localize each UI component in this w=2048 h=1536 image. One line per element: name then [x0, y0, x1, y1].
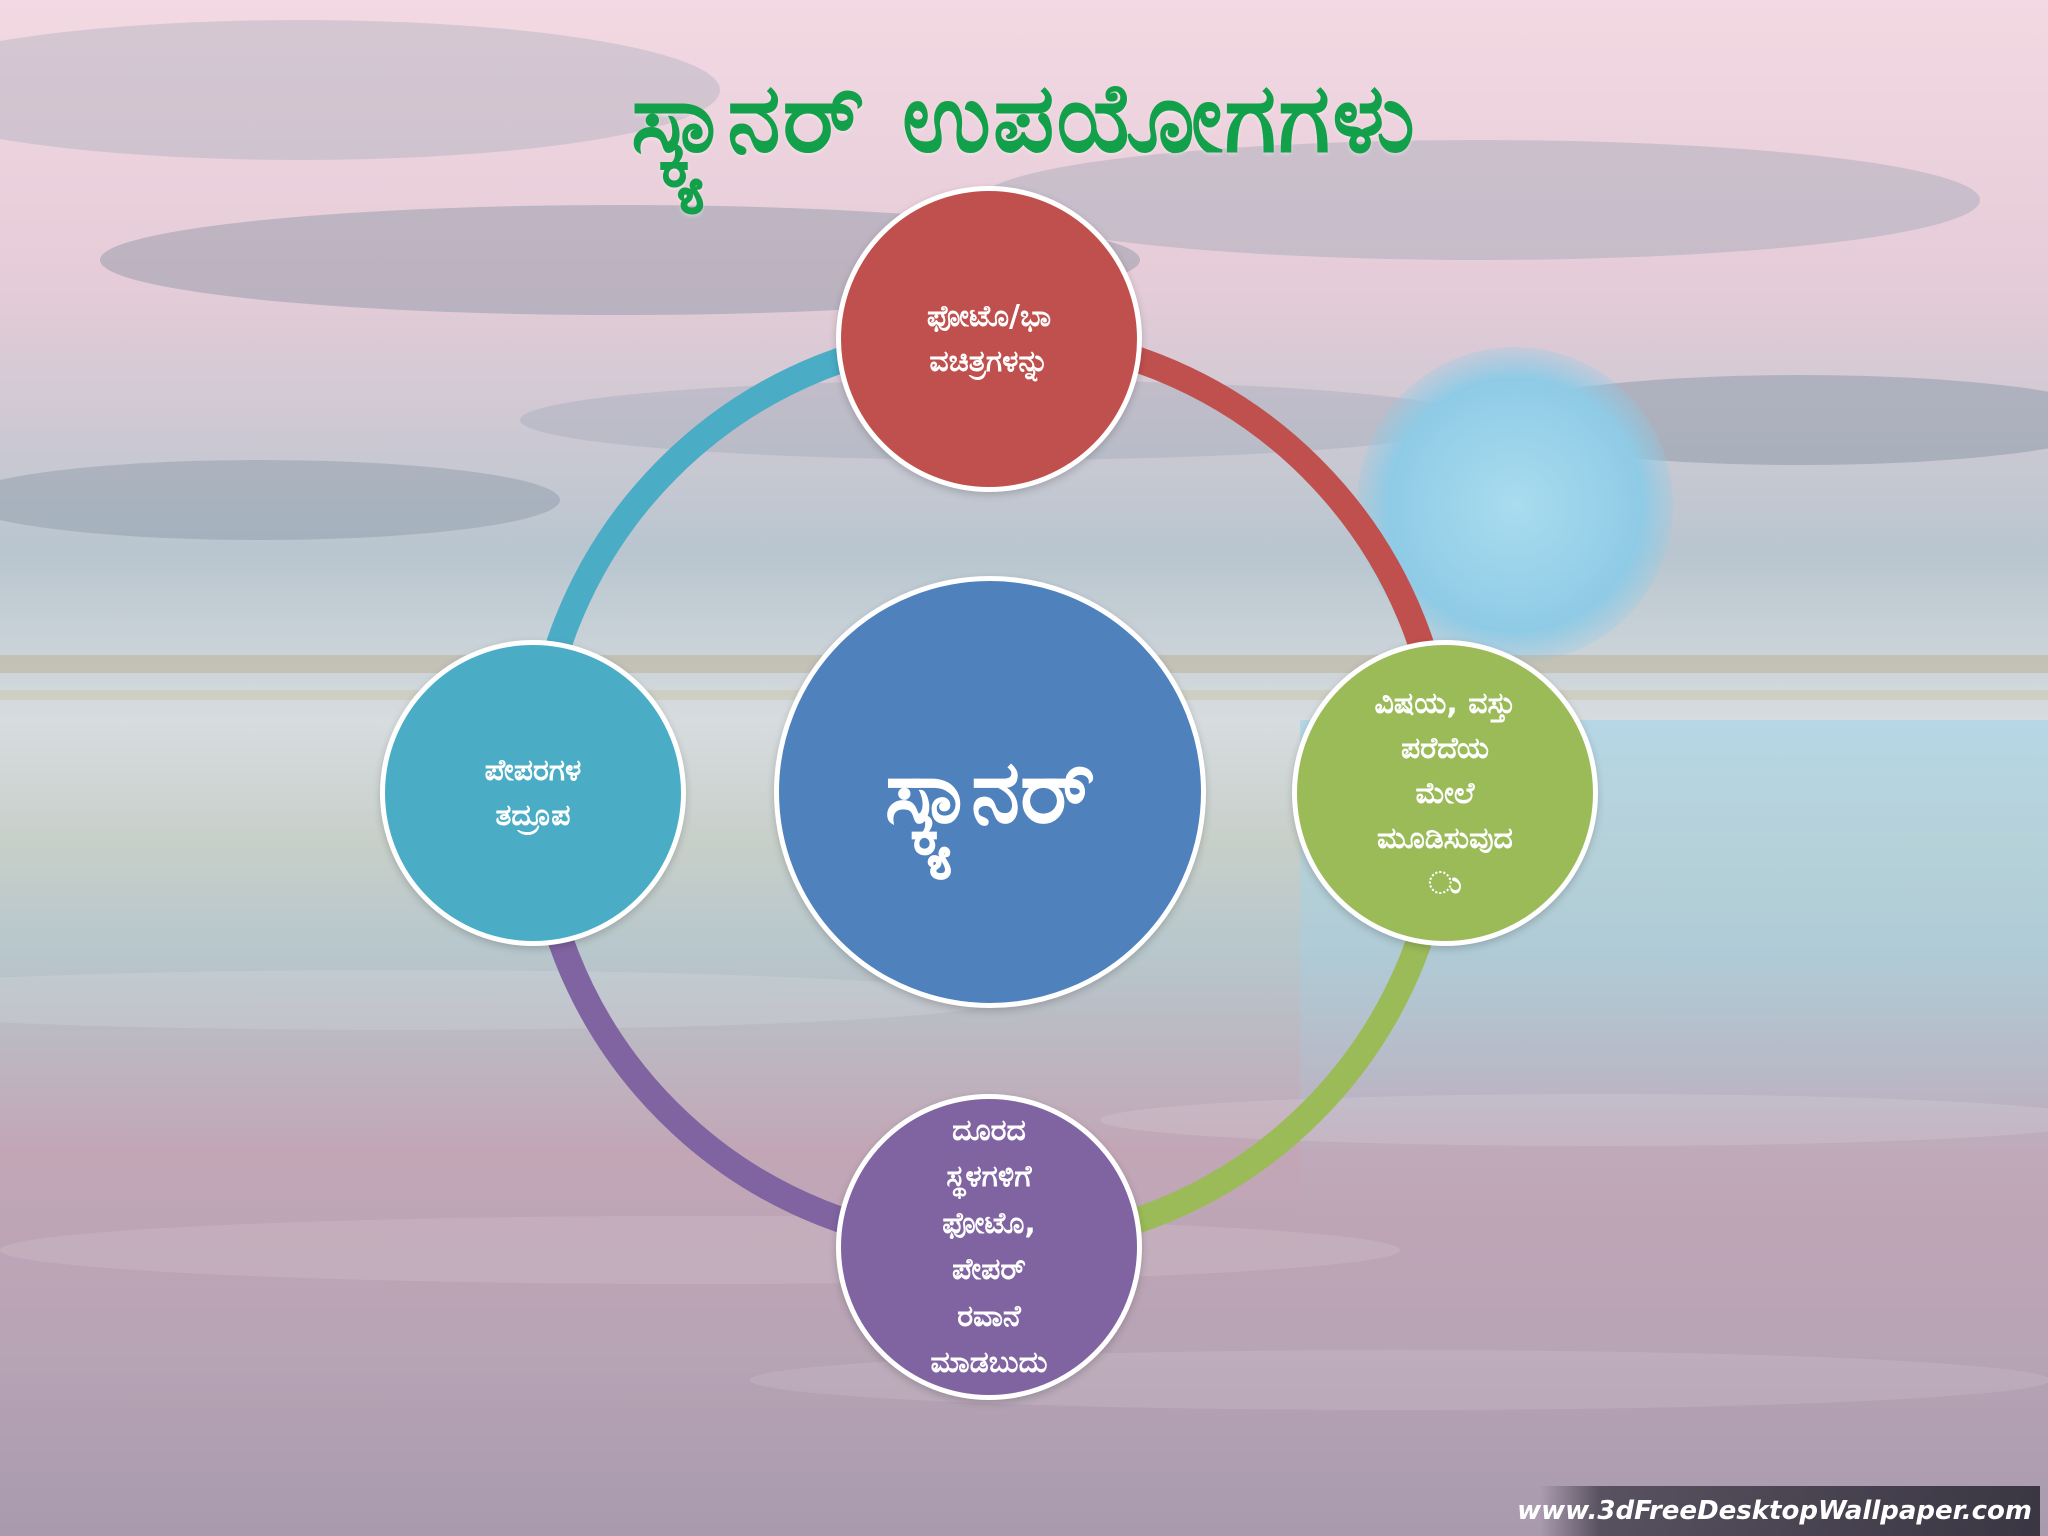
node-display-on-screen: ವಿಷಯ, ವಸ್ತು ಪರೆದೆಯ ಮೇಲೆ ಮೂಡಿಸುವುದ ು	[1292, 640, 1598, 946]
node-paper-copy: ಪೇಪರಗಳ ತದ್ರೂಪ	[380, 640, 686, 946]
node-display-on-screen-label: ವಿಷಯ, ವಸ್ತು ಪರೆದೆಯ ಮೇಲೆ ಮೂಡಿಸುವುದ ು	[1374, 685, 1516, 901]
center-node-scanner: ಸ್ಕ್ಯಾನರ್	[774, 576, 1206, 1008]
node-send-remote: ದೂರದ ಸ್ಥಳಗಳಿಗೆ ಫೋಟೊ, ಪೇಪರ್ ರವಾನೆ ಮಾಡಬುದು	[836, 1094, 1142, 1400]
node-photos-label: ಫೋಟೊ/ಭಾ ವಚಿತ್ರಗಳನ್ನು	[926, 299, 1052, 379]
node-photos: ಫೋಟೊ/ಭಾ ವಚಿತ್ರಗಳನ್ನು	[836, 186, 1142, 492]
watermark-text: www.3dFreeDesktopWallpaper.com	[1517, 1496, 2032, 1526]
slide-title: ಸ್ಕ್ಯಾನರ್ ಉಪಯೋಗಗಳು	[631, 62, 1417, 174]
node-paper-copy-label: ಪೇಪರಗಳ ತದ್ರೂಪ	[484, 753, 582, 833]
center-node-label: ಸ್ಕ್ಯಾನರ್	[884, 739, 1096, 843]
node-send-remote-label: ದೂರದ ಸ್ಥಳಗಳಿಗೆ ಫೋಟೊ, ಪೇಪರ್ ರವಾನೆ ಮಾಡಬುದು	[930, 1112, 1048, 1381]
watermark: www.3dFreeDesktopWallpaper.com	[1517, 1486, 2040, 1536]
